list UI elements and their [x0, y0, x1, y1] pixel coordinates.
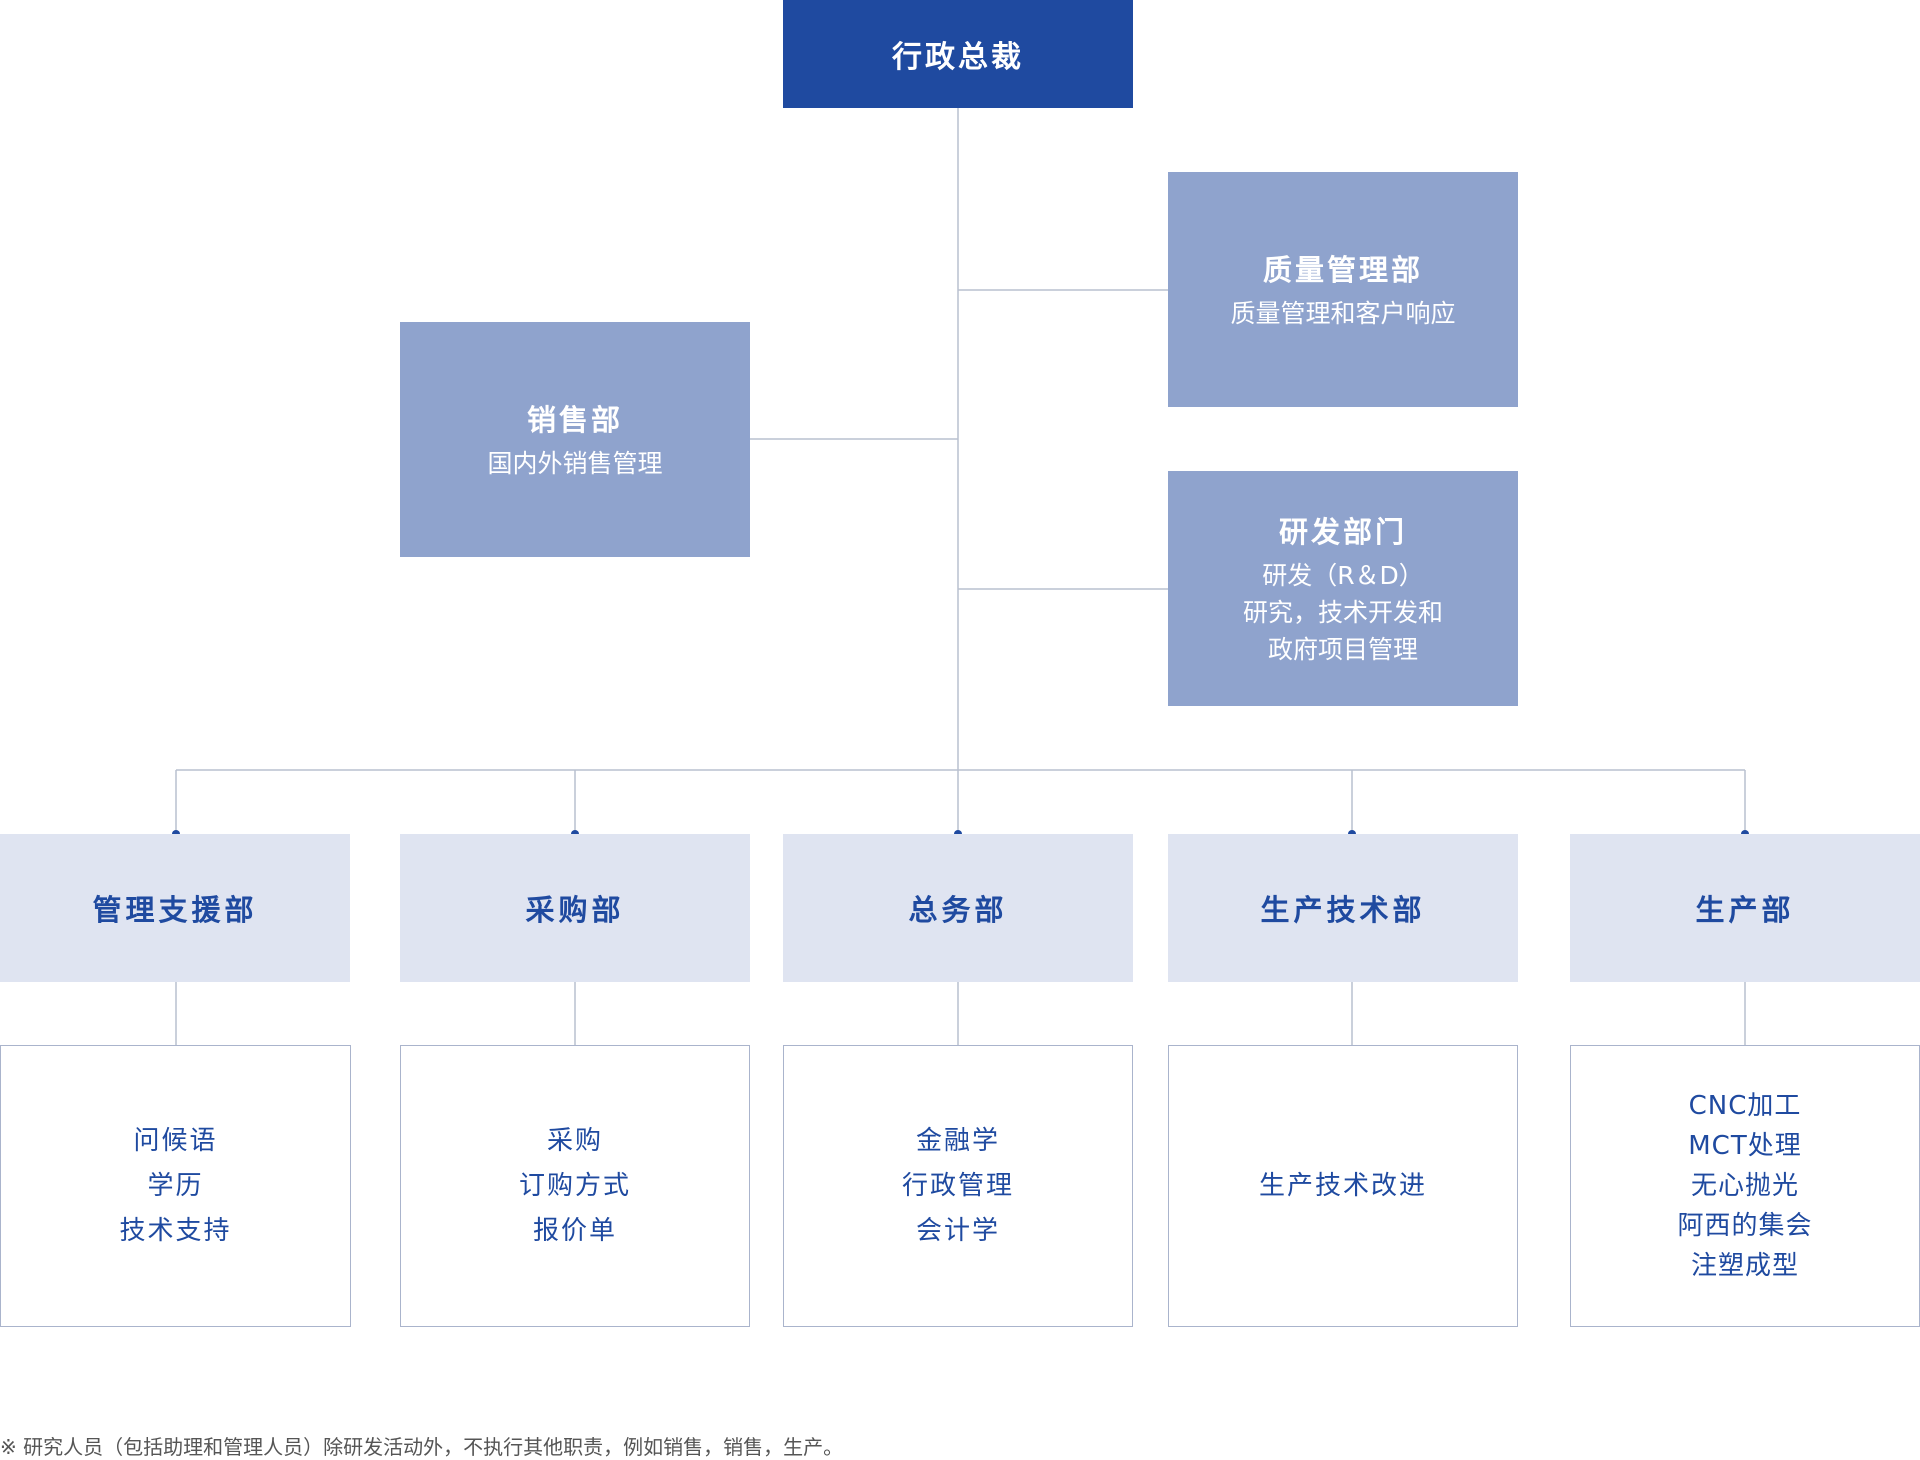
dept-general-affairs: 总务部	[783, 834, 1133, 982]
dept-title: 采购部	[525, 893, 625, 927]
quality-dept-box: 质量管理部 质量管理和客户响应	[1168, 172, 1518, 407]
duty-item: 技术支持	[119, 1215, 232, 1246]
duty-item: 生产技术改进	[1258, 1170, 1427, 1201]
duty-item: 行政管理	[901, 1170, 1014, 1201]
rnd-dept-box: 研发部门 研发（R＆D） 研究，技术开发和 政府项目管理	[1168, 471, 1518, 706]
dept-title: 生产技术部	[1260, 893, 1426, 927]
ceo-box: 行政总裁	[783, 0, 1133, 108]
duties-management-support: 问候语 学历 技术支持	[0, 1045, 351, 1327]
dept-management-support: 管理支援部	[0, 834, 350, 982]
duties-production-tech: 生产技术改进	[1168, 1045, 1518, 1327]
duty-item: 报价单	[532, 1215, 617, 1246]
dept-title: 生产部	[1695, 893, 1795, 927]
quality-dept-desc: 质量管理和客户响应	[1230, 299, 1456, 328]
footnote: ※ 研究人员（包括助理和管理人员）除研发活动外，不执行其他职责，例如销售，销售，…	[0, 1435, 844, 1459]
duty-item: 阿西的集会	[1677, 1211, 1813, 1241]
sales-dept-desc: 国内外销售管理	[487, 449, 663, 478]
rnd-dept-desc-line: 研究，技术开发和	[1242, 598, 1443, 627]
duty-item: CNC加工	[1688, 1091, 1802, 1121]
dept-production-tech: 生产技术部	[1168, 834, 1518, 982]
quality-dept-title: 质量管理部	[1262, 253, 1423, 287]
ceo-title: 行政总裁	[892, 40, 1024, 75]
duty-item: 订购方式	[518, 1170, 631, 1201]
duties-purchasing: 采购 订购方式 报价单	[400, 1045, 750, 1327]
duty-item: 采购	[546, 1125, 603, 1156]
duty-item: MCT处理	[1688, 1131, 1802, 1161]
duty-item: 问候语	[133, 1125, 218, 1156]
duty-item: 金融学	[915, 1125, 1000, 1156]
duty-item: 会计学	[915, 1215, 1000, 1246]
rnd-dept-title: 研发部门	[1278, 515, 1407, 549]
sales-dept-title: 销售部	[526, 403, 623, 437]
duty-item: 注塑成型	[1690, 1251, 1799, 1281]
dept-title: 总务部	[908, 893, 1008, 927]
rnd-dept-desc-line: 政府项目管理	[1267, 635, 1418, 664]
dept-title: 管理支援部	[92, 893, 258, 927]
duty-item: 无心抛光	[1690, 1171, 1799, 1201]
dept-production: 生产部	[1570, 834, 1920, 982]
duties-production: CNC加工 MCT处理 无心抛光 阿西的集会 注塑成型	[1570, 1045, 1920, 1327]
rnd-dept-desc-line: 研发（R＆D）	[1262, 561, 1424, 590]
duty-item: 学历	[147, 1170, 204, 1201]
sales-dept-box: 销售部 国内外销售管理	[400, 322, 750, 557]
duties-general-affairs: 金融学 行政管理 会计学	[783, 1045, 1133, 1327]
dept-purchasing: 采购部	[400, 834, 750, 982]
